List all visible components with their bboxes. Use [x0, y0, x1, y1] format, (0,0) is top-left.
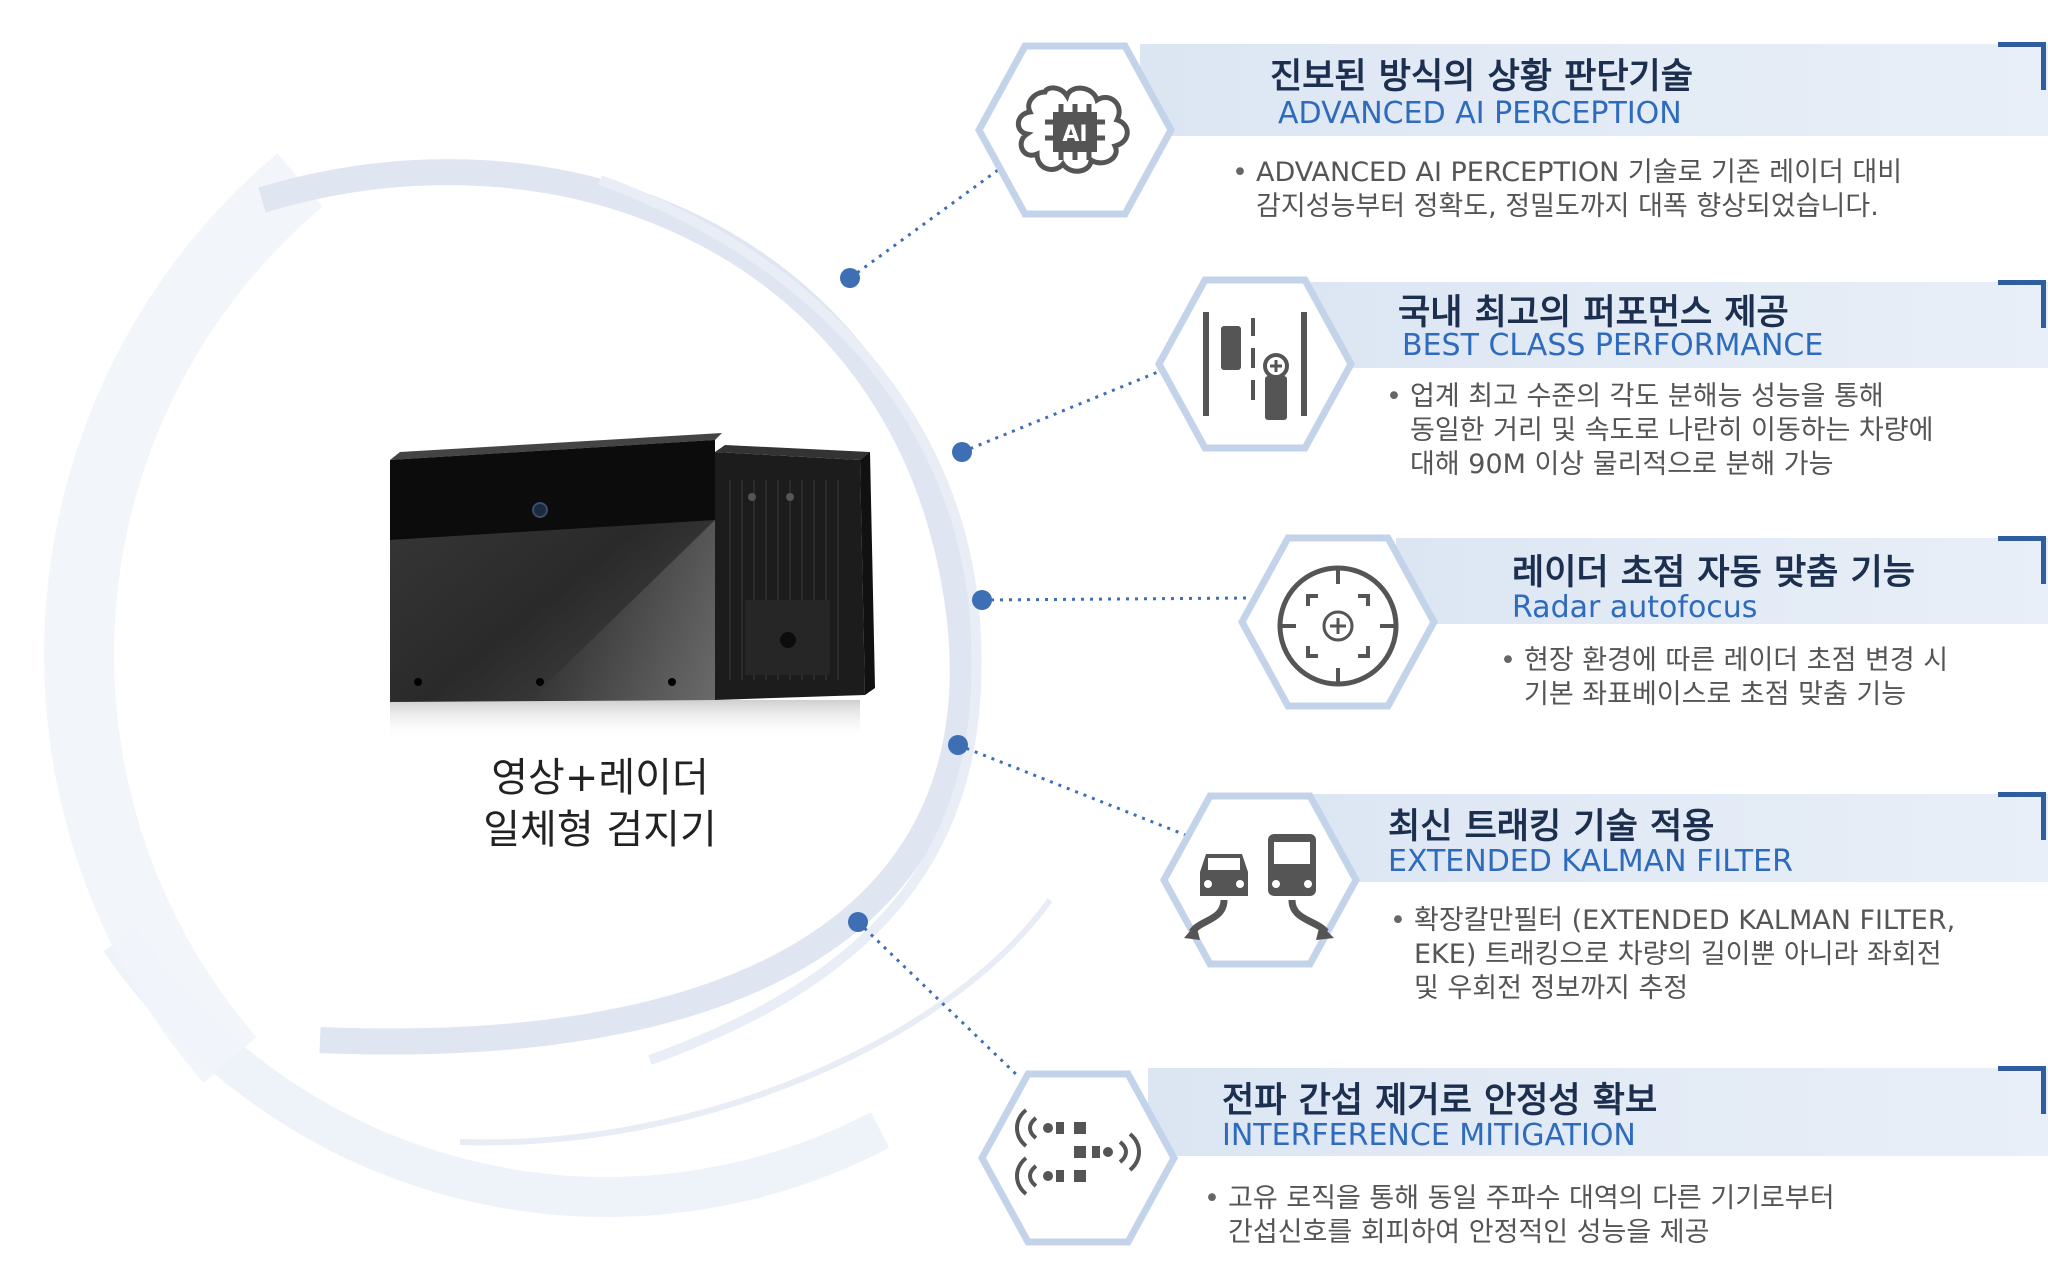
ai-chip-icon — [1015, 85, 1130, 174]
wireless-signal-icon — [1015, 1108, 1141, 1196]
connector-dot-5 — [848, 912, 868, 932]
connector-1 — [849, 168, 999, 280]
feature-hexagon — [1155, 276, 1355, 452]
connector-5 — [856, 920, 1022, 1080]
feature-description-line: ADVANCED AI PERCEPTION 기술로 기존 레이더 대비 — [1256, 157, 1903, 188]
corner-accent — [1998, 42, 2046, 90]
connector-dot-2 — [952, 442, 972, 462]
connector-dot-4 — [948, 735, 968, 755]
feature-radar-autofocus: 레이더 초점 자동 맞춤 기능 Radar autofocus • 현장 환경에… — [1238, 534, 2048, 710]
feature-hexagon — [978, 1070, 1178, 1246]
feature-band — [1296, 794, 2048, 882]
feature-best-performance: 국내 최고의 퍼포먼스 제공 BEST CLASS PERFORMANCE • … — [0, 0, 2048, 480]
feature-description: • 고유 로직을 통해 동일 주파수 대역의 다른 기기로부터 간섭신호를 회피… — [1204, 1183, 1835, 1248]
crosshair-icon — [1277, 565, 1399, 687]
thin-arc — [459, 898, 1053, 1146]
ai-chip-label: AI — [1062, 122, 1087, 147]
feature-description: • ADVANCED AI PERCEPTION 기술로 기존 레이더 대비 감… — [1232, 157, 1903, 222]
feature-description-line: 및 우회전 정보까지 추정 — [1414, 973, 1689, 1004]
feature-subtitle: ADVANCED AI PERCEPTION — [1278, 96, 1682, 131]
feature-ai-perception: AI 진보된 방식의 상황 판단기술 ADVANCED AI PERCEPTIO… — [0, 0, 2048, 230]
device-caption-line-1: 영상+레이더 — [491, 755, 709, 801]
feature-description: • 확장칼만필터 (EXTENDED KALMAN FILTER, EKE) 트… — [1390, 905, 1956, 1004]
feature-description-line: 업계 최고 수준의 각도 분해능 성능을 통해 — [1410, 381, 1884, 412]
feature-description-line: 간섭신호를 회피하여 안정적인 성능을 제공 — [1228, 1217, 1710, 1248]
feature-description-line: 기본 좌표베이스로 초점 맞춤 기능 — [1524, 679, 1907, 710]
feature-description: • 현장 환경에 따른 레이더 초점 변경 시 기본 좌표베이스로 초점 맞춤 … — [1500, 645, 1949, 710]
corner-accent — [1998, 1066, 2046, 1114]
device-caption: 영상+레이더 일체형 검지기 — [380, 752, 820, 856]
corner-accent — [1998, 280, 2046, 328]
vehicle-tracking-icon — [1184, 834, 1334, 940]
feature-title: 진보된 방식의 상황 판단기술 — [1270, 57, 1693, 97]
feature-hexagon — [1160, 792, 1360, 968]
feature-description: • 업계 최고 수준의 각도 분해능 성능을 통해 동일한 거리 및 속도로 나… — [1386, 381, 1934, 480]
feature-subtitle: Radar autofocus — [1512, 590, 1758, 625]
feature-band — [1140, 44, 2048, 136]
device-image — [390, 433, 875, 740]
lane-vehicles-icon — [1203, 312, 1307, 420]
feature-description-line: EKE) 트래킹으로 차량의 길이뿐 아니라 좌회전 — [1414, 939, 1942, 970]
feature-title: 국내 최고의 퍼포먼스 제공 — [1398, 293, 1789, 333]
corner-accent — [1998, 536, 2046, 584]
feature-subtitle: EXTENDED KALMAN FILTER — [1388, 844, 1793, 879]
feature-description-line: 대해 90M 이상 물리적으로 분해 가능 — [1410, 449, 1834, 480]
feature-hexagon: AI — [975, 42, 1175, 218]
left-soft-ring — [44, 153, 323, 1083]
feature-description-line: 현장 환경에 따른 레이더 초점 변경 시 — [1524, 645, 1949, 676]
feature-band — [1296, 282, 2048, 368]
feature-title: 전파 간섭 제거로 안정성 확보 — [1222, 1081, 1658, 1121]
feature-subtitle: INTERFERENCE MITIGATION — [1222, 1118, 1636, 1153]
feature-description-line: 감지성능부터 정확도, 정밀도까지 대폭 향상되었습니다. — [1256, 191, 1879, 222]
corner-accent — [1998, 792, 2046, 840]
feature-description-line: 확장칼만필터 (EXTENDED KALMAN FILTER, — [1414, 905, 1956, 936]
feature-kalman-filter: 최신 트래킹 기술 적용 EXTENDED KALMAN FILTER • 확장… — [1160, 792, 2048, 1004]
feature-description-line: 동일한 거리 및 속도로 나란히 이동하는 차량에 — [1410, 415, 1934, 446]
feature-band — [1148, 1068, 2048, 1156]
feature-title: 최신 트래킹 기술 적용 — [1388, 807, 1715, 847]
feature-title: 레이더 초점 자동 맞춤 기능 — [1512, 553, 1915, 593]
device-caption-line-2: 일체형 검지기 — [483, 807, 717, 853]
feature-hexagon — [1238, 534, 1438, 710]
feature-subtitle: BEST CLASS PERFORMANCE — [1402, 328, 1824, 363]
connector-dot-1 — [840, 268, 860, 288]
feature-description-line: 고유 로직을 통해 동일 주파수 대역의 다른 기기로부터 — [1228, 1183, 1835, 1214]
feature-band — [1396, 538, 2048, 624]
main-ring — [258, 159, 976, 1055]
inner-ring — [598, 175, 982, 1065]
connector-dot-3 — [972, 590, 992, 610]
